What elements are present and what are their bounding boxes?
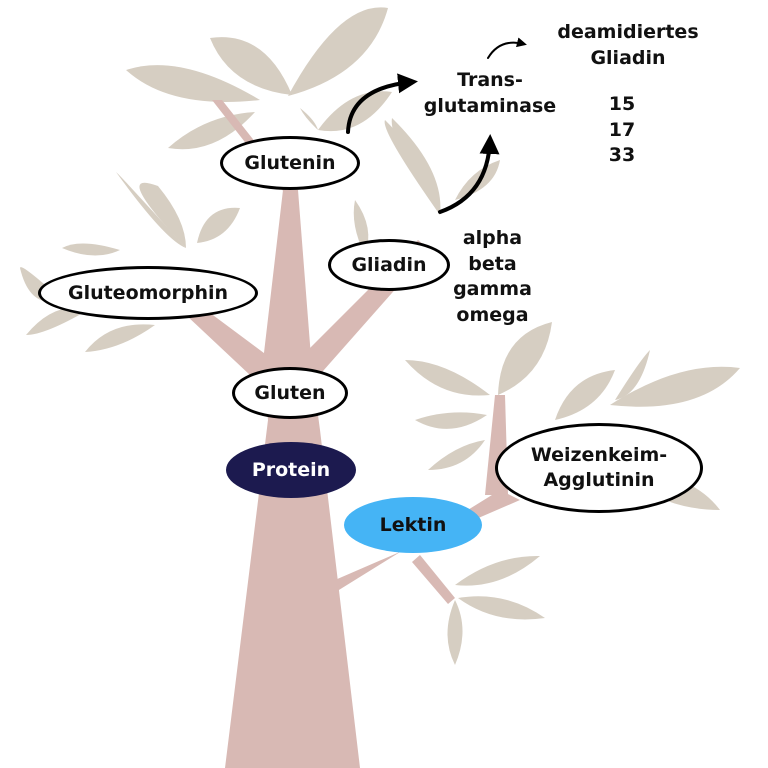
peptide-number: 15 xyxy=(608,93,636,115)
leaf xyxy=(300,108,318,130)
gliadin-type: omega xyxy=(456,303,529,326)
node-lektin: Lektin xyxy=(344,497,482,553)
trunk xyxy=(170,100,520,768)
peptide-number: 17 xyxy=(608,118,636,141)
leaf xyxy=(139,182,186,248)
leaf xyxy=(447,600,463,665)
node-gluteomorphin: Gluteomorphin xyxy=(38,266,258,320)
node-gliadin: Gliadin xyxy=(328,239,450,291)
node-glutenin: Glutenin xyxy=(220,136,360,190)
peptide-number: 33 xyxy=(608,144,636,167)
leaf xyxy=(455,160,500,200)
leaf xyxy=(615,350,650,400)
leaf xyxy=(610,366,740,407)
gliadin-type: beta xyxy=(468,252,517,275)
arrows xyxy=(346,37,527,214)
leaf xyxy=(85,324,155,352)
node-weizenkeim-agglutinin: Weizenkeim-Agglutinin xyxy=(495,423,703,513)
arrow-gliadin-to-transglutaminase xyxy=(438,134,500,214)
leaves xyxy=(20,7,740,665)
peptide-numbers: 15 17 33 xyxy=(595,92,649,169)
leaf xyxy=(405,360,490,396)
leaf xyxy=(288,7,388,96)
leaf xyxy=(391,118,441,215)
node-gluten: Gluten xyxy=(232,367,348,419)
gliadin-type: gamma xyxy=(453,278,532,301)
leaf xyxy=(62,243,120,256)
gliadin-types: alpha beta gamma omega xyxy=(440,226,545,329)
arrow-glutenin-to-transglutaminase xyxy=(346,73,418,134)
leaf xyxy=(415,412,487,429)
leaf xyxy=(458,596,545,620)
leaf xyxy=(498,322,552,395)
leaf xyxy=(428,440,485,470)
leaf xyxy=(126,65,260,102)
transglutaminase-label: Trans-glutaminase xyxy=(423,69,557,117)
leaf xyxy=(210,37,292,95)
node-protein: Protein xyxy=(226,442,356,498)
leaf xyxy=(197,207,240,243)
arrow-to-deamidated-gliadin xyxy=(487,37,527,59)
leaf xyxy=(26,307,88,335)
leaf xyxy=(455,555,540,586)
gliadin-type: alpha xyxy=(462,227,523,249)
leaf xyxy=(555,370,615,420)
